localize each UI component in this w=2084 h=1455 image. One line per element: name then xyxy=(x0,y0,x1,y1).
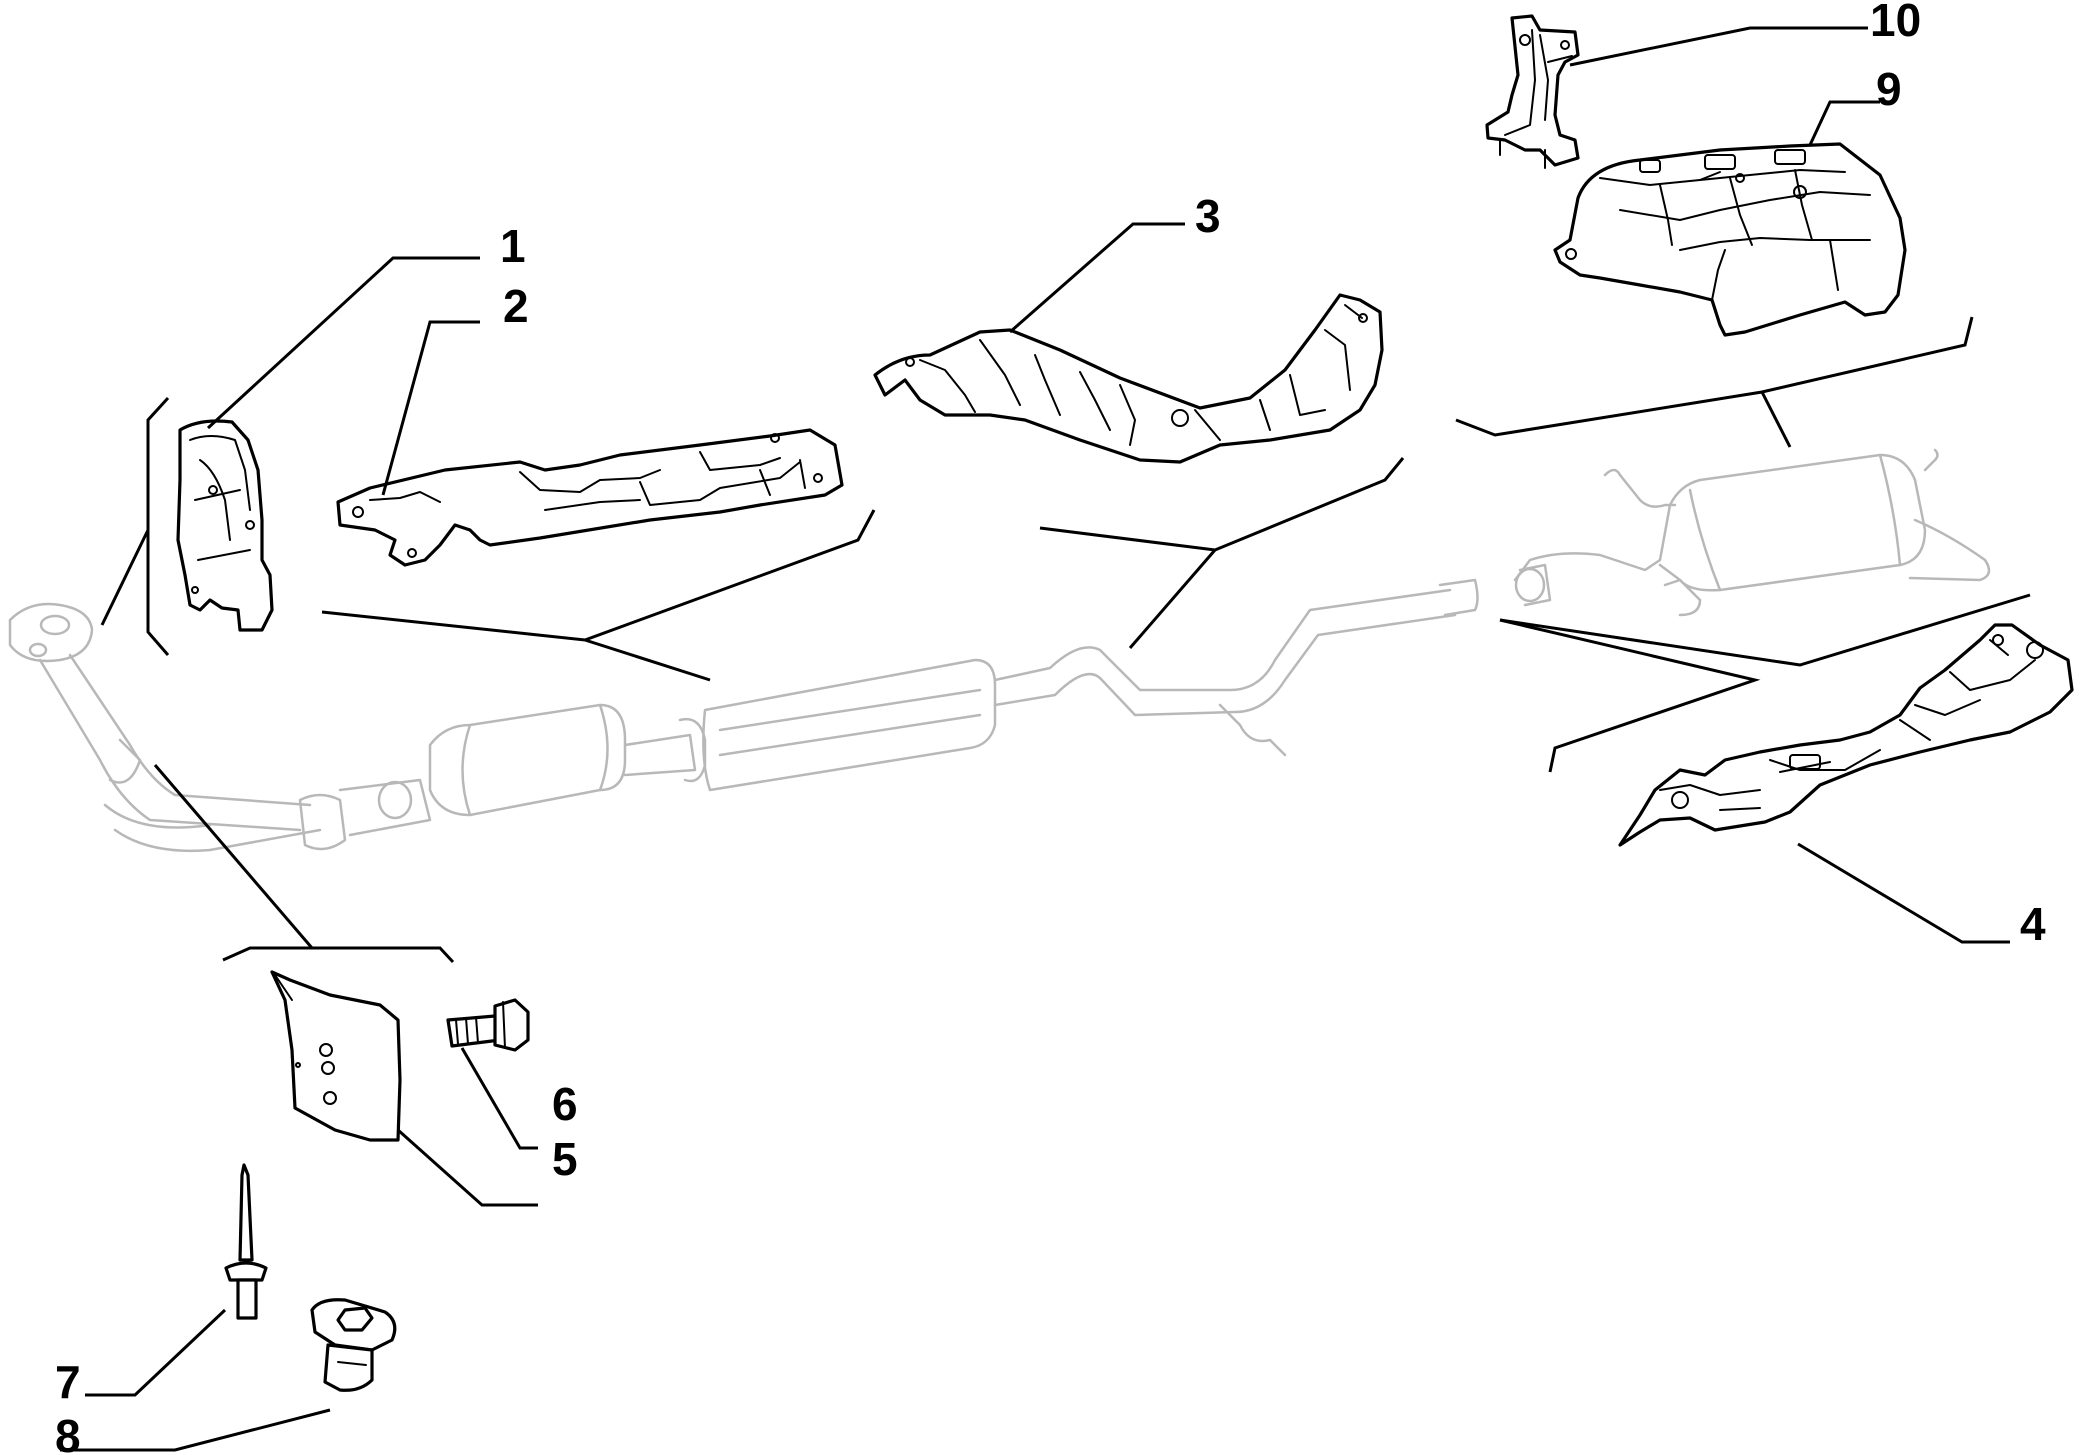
callout-10: 10 xyxy=(1870,0,1921,46)
callout-1: 1 xyxy=(500,220,526,272)
leader-lines xyxy=(60,26,2010,1452)
grouping-brackets xyxy=(100,316,2031,964)
part-8-grommet[interactable] xyxy=(310,1298,397,1392)
callout-2: 2 xyxy=(503,280,529,332)
part-2-heat-shield[interactable] xyxy=(336,428,844,567)
part-5-shield-plate[interactable] xyxy=(270,970,402,1142)
callout-7: 7 xyxy=(55,1356,81,1408)
part-7-stud[interactable] xyxy=(224,1163,268,1320)
callout-8: 8 xyxy=(55,1410,81,1455)
callout-4: 4 xyxy=(2020,898,2046,950)
part-9-heat-shield[interactable] xyxy=(1553,142,1907,337)
part-1-heat-shield[interactable] xyxy=(176,419,274,632)
part-6-bolt[interactable] xyxy=(446,998,530,1052)
callout-9: 9 xyxy=(1876,63,1902,115)
part-10-hanger-bracket[interactable] xyxy=(1485,14,1580,169)
exhaust-system-ghost xyxy=(8,448,1991,853)
part-3-heat-shield[interactable] xyxy=(873,293,1384,464)
callout-5: 5 xyxy=(552,1133,578,1185)
part-4-heat-shield[interactable] xyxy=(1618,623,2074,847)
callout-6: 6 xyxy=(552,1078,578,1130)
callout-3: 3 xyxy=(1195,190,1221,242)
callout-numbers: 1 2 3 4 5 6 7 8 9 10 xyxy=(55,0,2046,1455)
